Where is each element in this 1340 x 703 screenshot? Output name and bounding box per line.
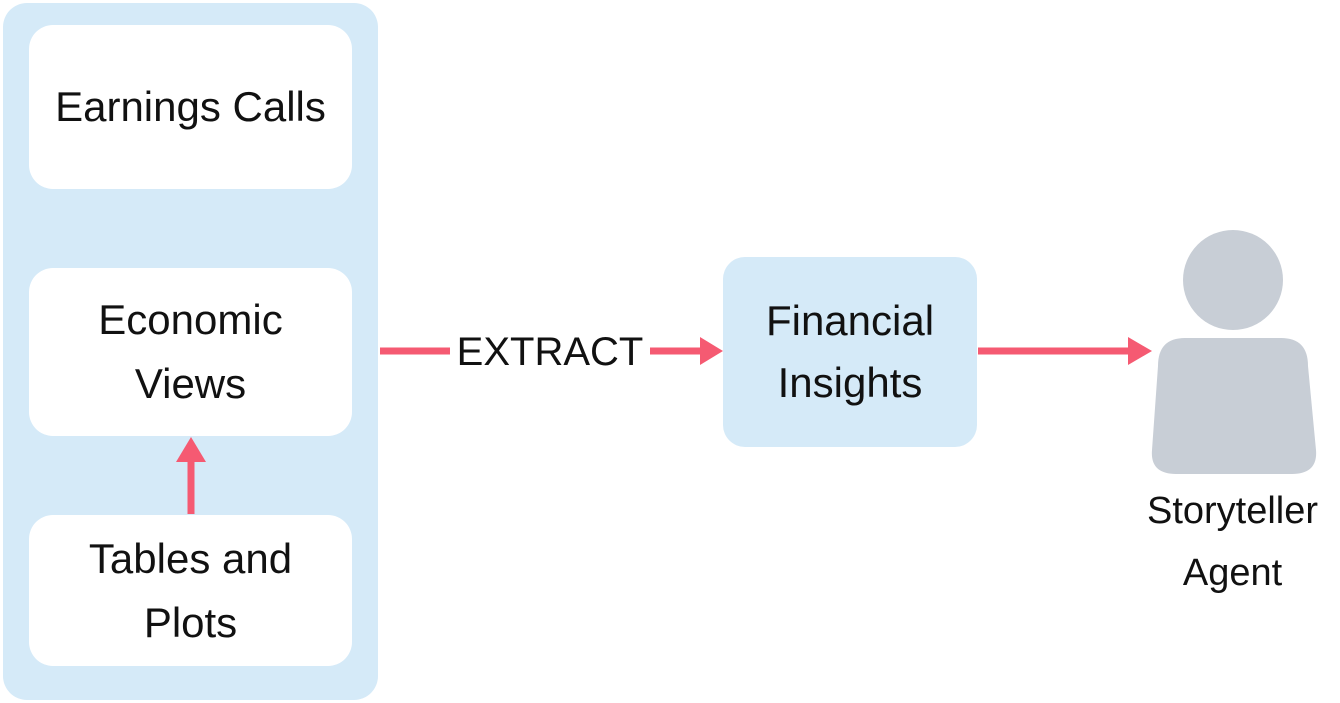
tables-plots-label: Tables and Plots — [89, 527, 292, 655]
earnings-calls-label: Earnings Calls — [55, 83, 326, 130]
storyteller-agent-line1: Storyteller — [1146, 490, 1319, 532]
economic-views-label-line1: Economic — [98, 296, 283, 343]
extract-label: EXTRACT — [456, 330, 644, 374]
storyteller-agent-line2: Agent — [1182, 552, 1283, 594]
tables-plots-card: Tables and Plots — [29, 515, 352, 666]
economic-views-label-line2: Views — [134, 360, 247, 407]
insights-to-agent-arrow — [978, 337, 1152, 365]
financial-insights-box: Financial Insights — [723, 257, 977, 447]
person-icon — [1151, 230, 1317, 474]
financial-insights-label: Financial Insights — [766, 290, 934, 414]
economic-views-label: Economic Views — [98, 288, 282, 416]
economic-views-card: Economic Views — [29, 268, 352, 436]
financial-insights-line2: Insights — [777, 359, 923, 406]
tables-plots-label-line2: Plots — [143, 598, 238, 646]
earnings-calls-card: Earnings Calls — [29, 25, 352, 189]
financial-insights-line1: Financial — [765, 297, 935, 344]
storyteller-agent-label: Storyteller Agent — [1125, 480, 1340, 604]
tables-plots-label-line1: Tables and — [88, 534, 293, 582]
